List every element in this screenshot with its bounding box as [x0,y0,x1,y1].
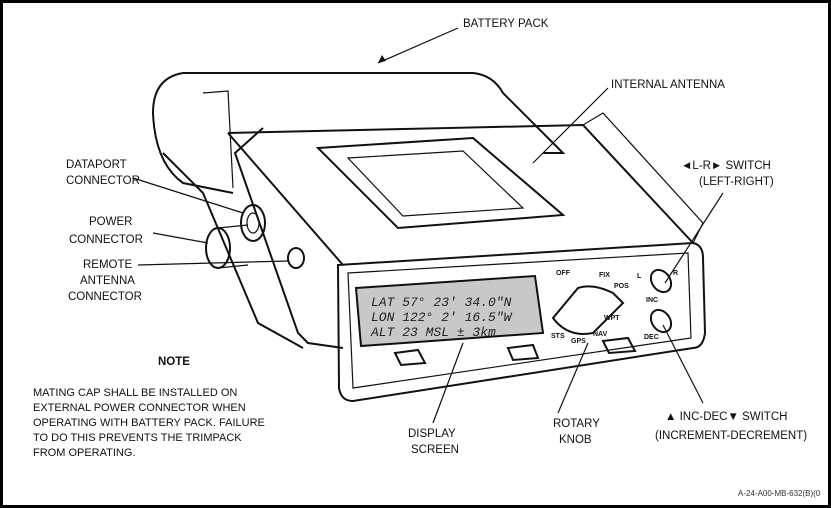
switch-mark-r: R [673,270,678,277]
label-remote: REMOTE [83,259,133,271]
label-power-2: CONNECTOR [69,234,143,246]
note-block: NOTE MATING CAP SHALL BE INSTALLED ON EX… [33,356,265,459]
switch-mark-inc: INC [646,297,658,304]
note-line: MATING CAP SHALL BE INSTALLED ON [33,387,237,399]
switches: L R INC DEC [637,266,678,341]
soft-keys [393,336,637,367]
label-lr-switch: ◄L-R► SWITCH [681,160,771,172]
label-dataport-2: CONNECTOR [66,175,140,187]
label-display: DISPLAY [408,428,456,440]
knob-pos-off: OFF [556,270,571,277]
internal-antenna [315,136,566,230]
label-battery-pack: BATTERY PACK [463,18,549,30]
connectors [205,204,305,269]
receiver-housing [227,112,707,403]
rotary-knob[interactable]: OFF FIX POS WPT NAV GPS STS [551,270,629,345]
incdec-switch[interactable] [647,306,676,336]
remote-antenna-connector [287,247,305,269]
dataport-connector [240,204,266,242]
label-rotary: ROTARY [553,418,600,430]
label-remote-2: ANTENNA [80,275,135,287]
figure-id: A-24-A00-MB-632(B)(0 [738,489,821,498]
leader-lines [132,27,724,424]
knob-pos-fix: FIX [599,272,610,279]
label-internal-antenna: INTERNAL ANTENNA [611,79,725,91]
note-line: EXTERNAL POWER CONNECTOR WHEN [33,402,246,414]
display-line-3: ALT 23 MSL ± 3km [370,325,496,340]
display-screen: LAT 57° 23' 34.0"N LON 122° 2' 16.5"W AL… [354,274,545,348]
label-display-2: SCREEN [411,444,459,456]
label-incdec-switch: ▲ INC-DEC▼ SWITCH [665,411,787,423]
switch-mark-dec: DEC [644,334,659,341]
knob-pos-pos: POS [614,283,629,290]
label-remote-3: CONNECTOR [68,291,142,303]
note-line: TO DO THIS PREVENTS THE TRIMPACK [33,432,242,444]
label-incdec-switch-2: (INCREMENT-DECREMENT) [655,430,807,442]
note-line: FROM OPERATING. [33,447,135,459]
knob-pos-sts: STS [551,333,565,340]
knob-pos-nav: NAV [593,331,608,338]
display-line-1: LAT 57° 23' 34.0"N [371,295,512,310]
knob-pos-wpt: WPT [604,315,620,322]
label-rotary-2: KNOB [559,434,592,446]
display-line-2: LON 122° 2' 16.5"W [371,310,513,325]
battery-pack [151,72,566,349]
note-title: NOTE [158,356,190,368]
label-lr-switch-2: (LEFT-RIGHT) [699,176,774,188]
note-line: OPERATING WITH BATTERY PACK. FAILURE [33,417,265,429]
knob-pos-gps: GPS [571,338,586,345]
device-illustration: LAT 57° 23' 34.0"N LON 122° 2' 16.5"W AL… [33,18,821,498]
switch-mark-l: L [637,273,642,280]
lr-switch[interactable] [647,266,676,296]
label-dataport: DATAPORT [66,159,127,171]
label-power: POWER [89,216,132,228]
